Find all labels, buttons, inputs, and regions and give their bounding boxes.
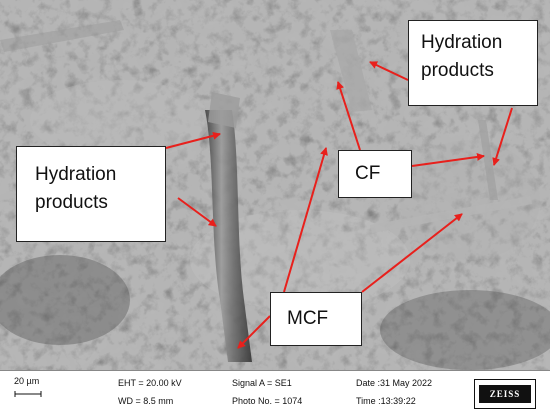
zeiss-logo: ZEISS: [474, 379, 536, 409]
eht-readout: EHT = 20.00 kV: [118, 378, 182, 388]
scale-bar: [14, 391, 42, 397]
time-readout: Time :13:39:22: [356, 396, 416, 406]
sem-databar: 20 µm EHT = 20.00 kV WD = 8.5 mm Signal …: [0, 370, 550, 416]
label-line: Hydration: [421, 32, 503, 53]
label-cf: CF: [338, 150, 412, 198]
logo-text: ZEISS: [479, 385, 531, 403]
label-line: products: [35, 192, 108, 213]
label-hydration-products-right: Hydration products: [408, 20, 538, 106]
wd-readout: WD = 8.5 mm: [118, 396, 174, 406]
signal-readout: Signal A = SE1: [232, 378, 292, 388]
scale-label: 20 µm: [14, 376, 40, 386]
label-mcf: MCF: [270, 292, 362, 346]
label-line: Hydration: [35, 164, 117, 185]
date-readout: Date :31 May 2022: [356, 378, 433, 388]
label-hydration-products-left: Hydration products: [16, 146, 166, 242]
photo-number: Photo No. = 1074: [232, 396, 303, 406]
label-line: products: [421, 60, 494, 81]
